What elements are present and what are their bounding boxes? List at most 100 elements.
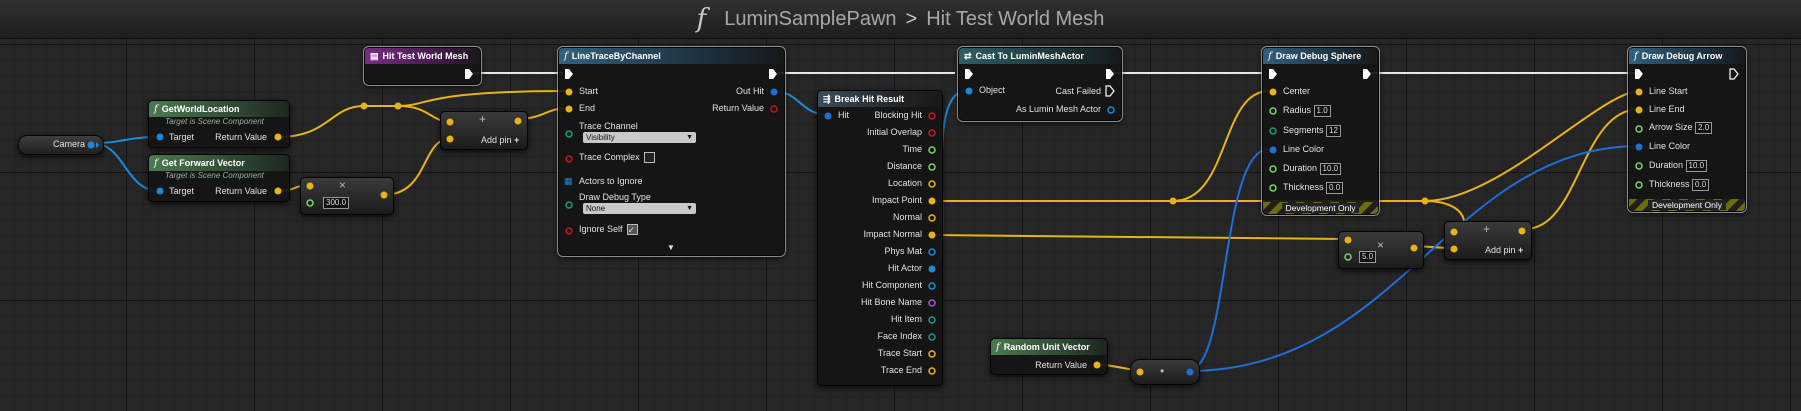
duration-pin[interactable] bbox=[1634, 161, 1644, 171]
multiply-value[interactable]: 300.0 bbox=[323, 197, 350, 209]
exec-in-pin[interactable] bbox=[564, 68, 574, 80]
output-pin[interactable] bbox=[927, 281, 937, 291]
trace-complex-pin[interactable] bbox=[564, 154, 574, 164]
exec-out-pin[interactable] bbox=[1362, 68, 1372, 80]
target-pin[interactable] bbox=[155, 132, 165, 142]
trace-channel-dropdown[interactable]: Visibility bbox=[583, 132, 696, 143]
exec-in-pin[interactable] bbox=[964, 68, 974, 80]
input-pin-b[interactable] bbox=[1449, 244, 1459, 254]
thickness-value[interactable]: 0.0 bbox=[1326, 182, 1344, 194]
duration-value[interactable]: 10.0 bbox=[1319, 163, 1342, 175]
end-pin[interactable] bbox=[564, 104, 574, 114]
thickness-pin[interactable] bbox=[1268, 183, 1278, 193]
output-pin[interactable] bbox=[927, 179, 937, 189]
arrow-size-pin[interactable] bbox=[1634, 124, 1644, 134]
output-pin[interactable] bbox=[513, 116, 523, 126]
hit-input-pin[interactable] bbox=[823, 111, 833, 121]
input-pin-a[interactable] bbox=[1343, 235, 1353, 245]
input-pin-b[interactable] bbox=[305, 198, 315, 208]
return-pin[interactable] bbox=[769, 104, 779, 114]
cast-node[interactable]: ⇄Cast To LuminMeshActor Object Cast Fail… bbox=[957, 46, 1123, 122]
output-pin[interactable] bbox=[927, 349, 937, 359]
as-actor-pin[interactable] bbox=[1106, 105, 1116, 115]
add-pin-button[interactable]: Add pin + bbox=[1485, 245, 1524, 255]
actors-ignore-icon[interactable]: ▦ bbox=[564, 176, 573, 186]
trace-complex-checkbox[interactable] bbox=[643, 152, 655, 164]
segments-pin[interactable] bbox=[1268, 126, 1278, 136]
output-pin[interactable] bbox=[927, 332, 937, 342]
output-pin[interactable] bbox=[927, 128, 937, 138]
draw-debug-type-dropdown[interactable]: None bbox=[583, 203, 696, 214]
input-pin-b[interactable] bbox=[1343, 252, 1353, 262]
input-pin-a[interactable] bbox=[445, 117, 455, 127]
output-pin[interactable] bbox=[927, 162, 937, 172]
multiply-value[interactable]: 5.0 bbox=[1359, 251, 1377, 263]
expand-arrow-icon[interactable]: ▼ bbox=[667, 243, 675, 252]
exec-out-pin[interactable] bbox=[1729, 68, 1739, 80]
exec-out-pin[interactable] bbox=[1105, 68, 1115, 80]
radius-value[interactable]: 1.0 bbox=[1313, 105, 1331, 117]
ignore-self-pin[interactable] bbox=[564, 226, 574, 236]
output-pin[interactable] bbox=[927, 366, 937, 376]
exec-in-pin[interactable] bbox=[1634, 68, 1644, 80]
line-start-pin[interactable] bbox=[1634, 87, 1644, 97]
input-pin[interactable] bbox=[1135, 367, 1145, 377]
object-pin[interactable] bbox=[964, 86, 974, 96]
exec-out-pin[interactable] bbox=[464, 68, 474, 80]
output-pin[interactable] bbox=[927, 111, 937, 121]
center-pin[interactable] bbox=[1268, 87, 1278, 97]
breadcrumb-blueprint[interactable]: LuminSamplePawn bbox=[724, 7, 897, 30]
exec-in-pin[interactable] bbox=[1268, 68, 1278, 80]
add-node[interactable]: + Add pin + bbox=[1444, 221, 1532, 260]
output-pin[interactable] bbox=[927, 145, 937, 155]
line-color-pin[interactable] bbox=[1634, 142, 1644, 152]
output-pin[interactable] bbox=[1185, 367, 1195, 377]
line-color-pin[interactable] bbox=[1268, 145, 1278, 155]
ignore-self-checkbox[interactable]: ✓ bbox=[626, 224, 638, 236]
output-pin[interactable] bbox=[927, 213, 937, 223]
return-pin[interactable] bbox=[273, 132, 283, 142]
draw-debug-type-pin[interactable] bbox=[564, 200, 574, 210]
output-pin[interactable] bbox=[927, 315, 937, 325]
return-pin[interactable] bbox=[1092, 360, 1102, 370]
line-end-pin[interactable] bbox=[1634, 105, 1644, 115]
function-entry-node[interactable]: ▤Hit Test World Mesh bbox=[363, 46, 482, 86]
output-pin[interactable] bbox=[927, 196, 937, 206]
input-pin-b[interactable] bbox=[445, 134, 455, 144]
cast-failed-pin[interactable] bbox=[1105, 85, 1115, 97]
target-pin[interactable] bbox=[155, 186, 165, 196]
convert-node[interactable]: • bbox=[1130, 359, 1200, 385]
trace-channel-pin[interactable] bbox=[564, 129, 574, 139]
output-pin[interactable] bbox=[1409, 243, 1419, 253]
multiply-node[interactable]: × 300.0 bbox=[300, 177, 394, 215]
input-pin-a[interactable] bbox=[1449, 227, 1459, 237]
start-pin[interactable] bbox=[564, 87, 574, 97]
exec-out-pin[interactable] bbox=[768, 68, 778, 80]
input-pin-a[interactable] bbox=[305, 181, 315, 191]
arrow-size-value[interactable]: 2.0 bbox=[1695, 122, 1713, 134]
output-pin[interactable] bbox=[927, 247, 937, 257]
breadcrumb-function[interactable]: Hit Test World Mesh bbox=[926, 7, 1105, 30]
output-pin[interactable] bbox=[379, 190, 389, 200]
segments-value[interactable]: 12 bbox=[1326, 125, 1341, 137]
duration-value[interactable]: 10.0 bbox=[1685, 160, 1708, 172]
output-pin[interactable] bbox=[927, 264, 937, 274]
out-hit-pin[interactable] bbox=[769, 87, 779, 97]
duration-pin[interactable] bbox=[1268, 164, 1278, 174]
add-pin-button[interactable]: Add pin + bbox=[481, 135, 520, 145]
camera-output-pin[interactable] bbox=[85, 139, 99, 151]
output-pin[interactable] bbox=[1517, 226, 1527, 236]
camera-node[interactable]: Camera bbox=[18, 135, 104, 155]
output-pin[interactable] bbox=[927, 298, 937, 308]
multiply-node[interactable]: × 5.0 bbox=[1338, 231, 1424, 269]
radius-pin[interactable] bbox=[1268, 106, 1278, 116]
add-node[interactable]: + Add pin + bbox=[440, 111, 528, 150]
return-pin[interactable] bbox=[273, 186, 283, 196]
thickness-value[interactable]: 0.0 bbox=[1692, 179, 1710, 191]
